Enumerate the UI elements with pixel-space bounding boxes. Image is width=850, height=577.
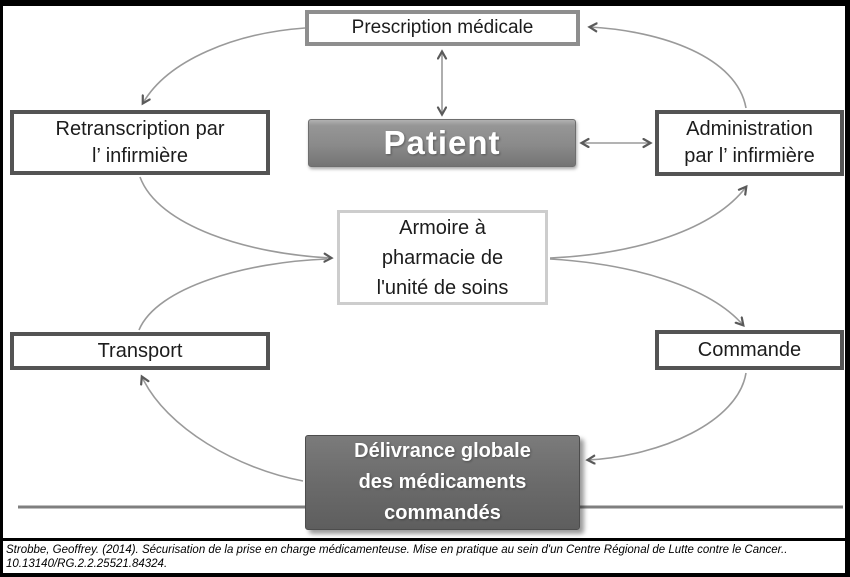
arrow-retranscription-to-armoire xyxy=(139,176,331,258)
arrow-armoire-to-administration xyxy=(549,187,746,259)
citation-text: Strobbe, Geoffrey. (2014). Sécurisation … xyxy=(6,544,788,571)
node-label: Commande xyxy=(697,338,802,361)
node-patient: Patient xyxy=(308,119,576,167)
node-armoire-pharmacie: Armoire à pharmacie de l'unité de soins xyxy=(337,210,548,305)
node-label: Transport xyxy=(97,339,183,362)
arrow-prescription-to-retranscription xyxy=(143,27,306,103)
node-commande: Commande xyxy=(655,330,844,370)
node-label: Retranscription par l’ infirmière xyxy=(55,117,225,167)
node-label: Armoire à pharmacie de l'unité de soins xyxy=(376,216,509,299)
frame-bottom xyxy=(0,573,850,577)
arrow-administration-to-prescription xyxy=(590,27,747,109)
arrow-armoire-to-commande xyxy=(549,258,743,325)
frame-separator xyxy=(0,538,850,541)
arrow-delivrance-to-transport xyxy=(142,377,304,482)
node-label: Prescription médicale xyxy=(351,17,534,38)
node-label: Patient xyxy=(383,124,501,161)
node-delivrance-globale: Délivrance globale des médicaments comma… xyxy=(305,435,580,530)
frame-left xyxy=(0,0,3,577)
node-administration-infirmiere: Administration par l’ infirmière xyxy=(655,110,844,176)
arrow-commande-to-delivrance xyxy=(588,372,747,460)
node-prescription-medicale: Prescription médicale xyxy=(305,10,580,46)
node-label: Administration par l’ infirmière xyxy=(684,118,815,167)
arrow-transport-to-armoire xyxy=(138,258,328,331)
node-retranscription-infirmiere: Retranscription par l’ infirmière xyxy=(10,110,270,175)
node-label: Délivrance globale des médicaments comma… xyxy=(354,440,531,524)
frame-right xyxy=(845,0,850,577)
frame-top xyxy=(0,0,850,6)
node-transport: Transport xyxy=(10,332,270,370)
